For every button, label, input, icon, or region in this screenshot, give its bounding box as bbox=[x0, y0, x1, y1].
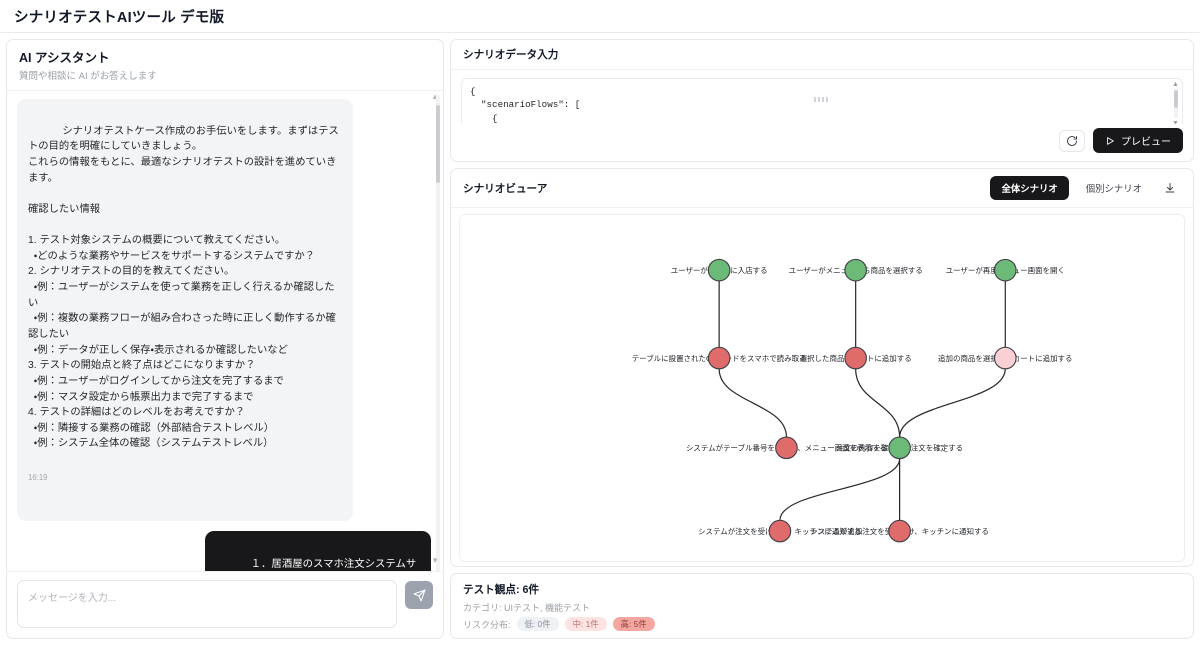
graph-node[interactable] bbox=[775, 436, 798, 460]
graph-node[interactable] bbox=[993, 258, 1017, 282]
panel-resize-handle[interactable] bbox=[814, 97, 830, 102]
tab-individual-scenario[interactable]: 個別シナリオ bbox=[1074, 176, 1153, 200]
play-icon bbox=[1107, 136, 1114, 145]
scenario-graph-wrapper: ユーザーが居酒屋に入店するユーザーがメニューから商品を選択するユーザーが再度メニ… bbox=[451, 208, 1193, 566]
chat-message-bot-1: シナリオテストケース作成のお手伝いをします。まずはテストの目的を明確にしていきま… bbox=[17, 99, 431, 521]
test-summary-panel: テスト観点: 6件 カテゴリ: UIテスト, 機能テスト リスク分布: 低: 0… bbox=[450, 573, 1194, 639]
graph-edge bbox=[855, 368, 901, 438]
graph-node[interactable] bbox=[993, 346, 1017, 370]
preview-button[interactable]: プレビュー bbox=[1093, 128, 1183, 153]
send-icon bbox=[413, 589, 425, 601]
scenario-viewer-title: シナリオビューア bbox=[463, 182, 548, 195]
test-category-line: カテゴリ: UIテスト, 機能テスト bbox=[463, 602, 591, 613]
message-input[interactable] bbox=[17, 580, 397, 628]
graph-edge bbox=[899, 368, 1006, 438]
main-layout: AI アシスタント 質問や相談に AI がお答えします シナリオテストケース作成… bbox=[0, 33, 1200, 645]
scenario-data-input-panel: シナリオデータ入力 { "scenarioFlows": [ { "id": 1… bbox=[450, 39, 1194, 162]
chat-scrollbar[interactable]: ▲ ▼ bbox=[431, 93, 440, 571]
json-editor-scrollbar[interactable]: ▲ ▼ bbox=[1171, 81, 1180, 124]
graph-node[interactable] bbox=[888, 519, 911, 543]
graph-nodes bbox=[707, 258, 1017, 543]
risk-distribution-label: リスク分布: bbox=[463, 619, 511, 630]
chat-message-user-1: １．居酒屋のスマホ注文システムサービスです ２．様々なユースケースでスムーズに注… bbox=[17, 530, 431, 571]
download-button[interactable] bbox=[1159, 177, 1181, 199]
graph-node[interactable] bbox=[707, 346, 731, 370]
chat-message-list[interactable]: シナリオテストケース作成のお手伝いをします。まずはテストの目的を明確にしていきま… bbox=[7, 91, 443, 571]
graph-edge bbox=[779, 458, 901, 521]
graph-node-labels: ユーザーが居酒屋に入店するユーザーがメニューから商品を選択するユーザーが再度メニ… bbox=[632, 265, 1073, 536]
preview-button-label: プレビュー bbox=[1121, 137, 1171, 148]
message-text: シナリオテストケース作成のお手伝いをします。まずはテストの目的を明確にしていきま… bbox=[28, 125, 339, 450]
tab-overall-scenario[interactable]: 全体シナリオ bbox=[990, 176, 1069, 200]
message-bubble: シナリオテストケース作成のお手伝いをします。まずはテストの目的を明確にしていきま… bbox=[17, 99, 353, 521]
status-badge-low: 低: 0件 bbox=[516, 616, 559, 632]
refresh-button[interactable] bbox=[1059, 129, 1085, 152]
right-column: シナリオデータ入力 { "scenarioFlows": [ { "id": 1… bbox=[450, 39, 1194, 639]
app-header: シナリオテストAIツール デモ版 bbox=[0, 0, 1200, 33]
message-text: １．居酒屋のスマホ注文システムサービスです ２．様々なユースケースでスムーズに注… bbox=[250, 558, 417, 570]
graph-node[interactable] bbox=[768, 519, 792, 543]
scroll-down-caret[interactable]: ▼ bbox=[431, 556, 439, 565]
json-editor-body: { "scenarioFlows": [ { "id": 1 ▲ ▼ bbox=[451, 70, 1193, 124]
scrollbar-thumb[interactable] bbox=[436, 105, 440, 183]
ai-assistant-subtitle: 質問や相談に AI がお答えします bbox=[19, 71, 157, 82]
ai-assistant-header: AI アシスタント 質問や相談に AI がお答えします bbox=[7, 40, 443, 91]
chat-composer bbox=[7, 571, 443, 638]
scenario-viewer-panel: シナリオビューア 全体シナリオ 個別シナリオ bbox=[450, 168, 1194, 567]
graph-node[interactable] bbox=[707, 258, 731, 282]
scenario-flow-graph[interactable]: ユーザーが居酒屋に入店するユーザーがメニューから商品を選択するユーザーが再度メニ… bbox=[460, 215, 1184, 561]
scroll-down-caret[interactable]: ▼ bbox=[1172, 120, 1179, 124]
status-badge-high: 高: 5件 bbox=[612, 616, 655, 632]
scroll-up-caret[interactable]: ▲ bbox=[431, 93, 439, 101]
scenario-data-input-title: シナリオデータ入力 bbox=[463, 49, 559, 61]
page-title: シナリオテストAIツール デモ版 bbox=[14, 9, 225, 26]
scenario-viewer-header: シナリオビューア 全体シナリオ 個別シナリオ bbox=[451, 169, 1193, 208]
graph-node[interactable] bbox=[888, 436, 911, 460]
risk-distribution-row: リスク分布: 低: 0件 中: 1件 高: 5件 bbox=[463, 616, 1181, 632]
scroll-up-caret[interactable]: ▲ bbox=[1172, 81, 1179, 88]
scenario-graph-canvas[interactable]: ユーザーが居酒屋に入店するユーザーがメニューから商品を選択するユーザーが再度メニ… bbox=[459, 214, 1185, 562]
graph-node[interactable] bbox=[844, 258, 867, 282]
send-button[interactable] bbox=[405, 581, 433, 609]
status-badge-mid: 中: 1件 bbox=[564, 616, 607, 632]
scrollbar-track[interactable] bbox=[436, 95, 440, 571]
refresh-icon bbox=[1067, 135, 1077, 146]
message-bubble: １．居酒屋のスマホ注文システムサービスです ２．様々なユースケースでスムーズに注… bbox=[205, 530, 431, 571]
download-icon bbox=[1165, 183, 1175, 193]
json-editor-actions: プレビュー bbox=[451, 124, 1193, 161]
ai-assistant-title: AI アシスタント bbox=[19, 51, 110, 65]
scenario-data-input-header: シナリオデータ入力 bbox=[451, 40, 1193, 70]
message-timestamp: 16:19 bbox=[28, 472, 48, 482]
test-points-count: テスト観点: 6件 bbox=[463, 583, 539, 596]
json-editor-text[interactable]: { "scenarioFlows": [ { "id": 1 bbox=[470, 86, 581, 124]
scrollbar-thumb[interactable] bbox=[1173, 90, 1178, 108]
viewer-mode-toggle: 全体シナリオ 個別シナリオ bbox=[990, 176, 1181, 200]
ai-assistant-panel: AI アシスタント 質問や相談に AI がお答えします シナリオテストケース作成… bbox=[6, 39, 444, 639]
graph-edges bbox=[718, 280, 1006, 521]
scrollbar-track[interactable] bbox=[1173, 90, 1178, 118]
graph-edge bbox=[718, 368, 788, 438]
graph-node[interactable] bbox=[844, 346, 867, 370]
